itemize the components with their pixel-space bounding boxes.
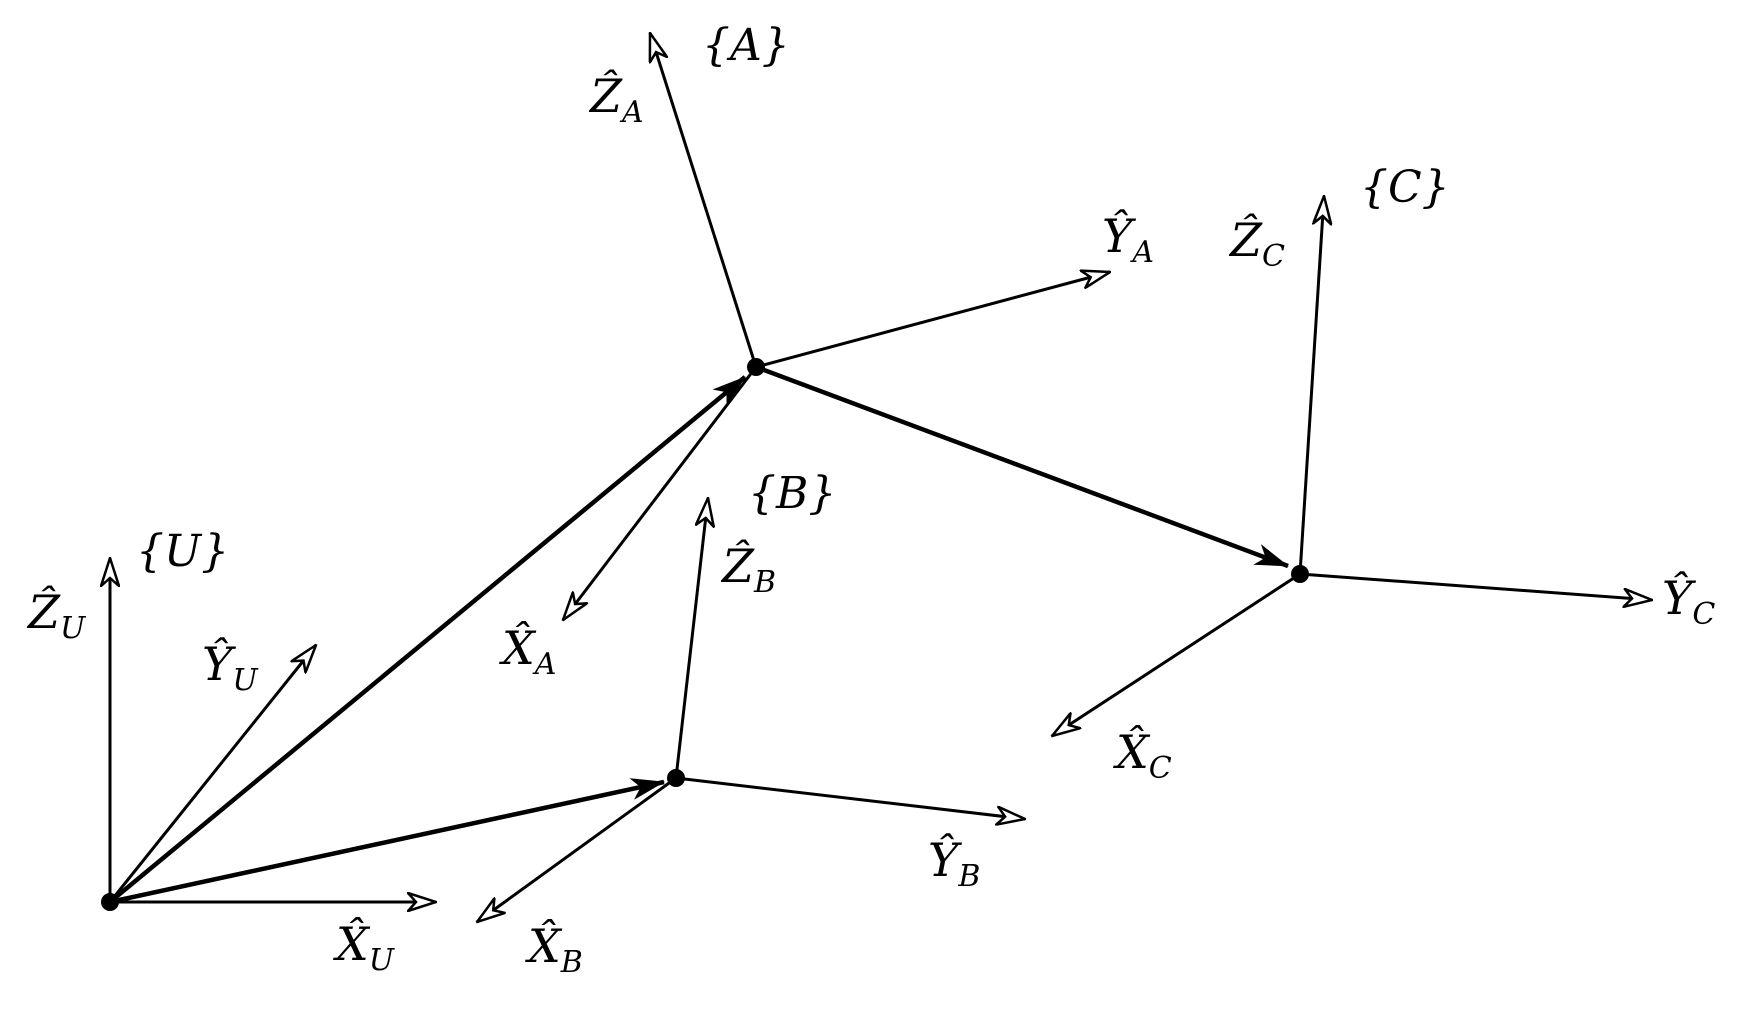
- y-axis-u-label: ŶU: [202, 636, 259, 698]
- y-axis-b-label: ŶB: [928, 832, 980, 894]
- x-axis-a: [563, 366, 758, 620]
- z-axis-b: [674, 498, 708, 779]
- origin-c: [1291, 565, 1309, 583]
- frame-u-label: {U}: [136, 526, 229, 577]
- y-axis-a-label: ŶA: [1102, 208, 1154, 270]
- z-axis-b-label: ẐB: [720, 538, 776, 600]
- x-axis-c: [1052, 572, 1301, 736]
- origin-a: [747, 358, 765, 376]
- x-axis-c-label: X̂C: [1113, 725, 1172, 786]
- vector-a-to-c: [755, 364, 1289, 569]
- y-axis-b: [675, 776, 1025, 819]
- z-axis-c: [1298, 196, 1324, 575]
- x-axis-b: [477, 776, 677, 922]
- position-vectors: [108, 364, 1289, 905]
- y-axis-c-label: ŶC: [1662, 570, 1715, 632]
- x-axis-u-label: X̂U: [333, 917, 396, 978]
- y-axis-a: [755, 272, 1110, 369]
- frame-b-label: {B}: [748, 468, 836, 519]
- vector-u-to-a: [108, 375, 747, 904]
- frame-u: ẐU ŶU X̂U {U}: [26, 526, 436, 978]
- z-axis-c-label: ẐC: [1228, 212, 1285, 274]
- frame-c-label: {C}: [1360, 162, 1450, 213]
- y-axis-c: [1299, 572, 1652, 600]
- frame-b: ẐB ŶB X̂B {B}: [477, 468, 1025, 980]
- z-axis-a: [648, 33, 758, 368]
- z-axis-u-label: ẐU: [26, 584, 87, 646]
- z-axis-a-label: ẐA: [588, 68, 644, 130]
- x-axis-a-label: X̂A: [499, 621, 556, 682]
- frame-a: ẐA ŶA X̂A {A}: [499, 20, 1154, 682]
- vector-u-to-b: [109, 778, 665, 905]
- frame-a-label: {A}: [702, 20, 790, 71]
- y-axis-u: [108, 645, 316, 903]
- x-axis-b-label: X̂B: [525, 919, 583, 980]
- frame-c: ẐC ŶC X̂C {C}: [1052, 162, 1715, 786]
- origin-b: [667, 769, 685, 787]
